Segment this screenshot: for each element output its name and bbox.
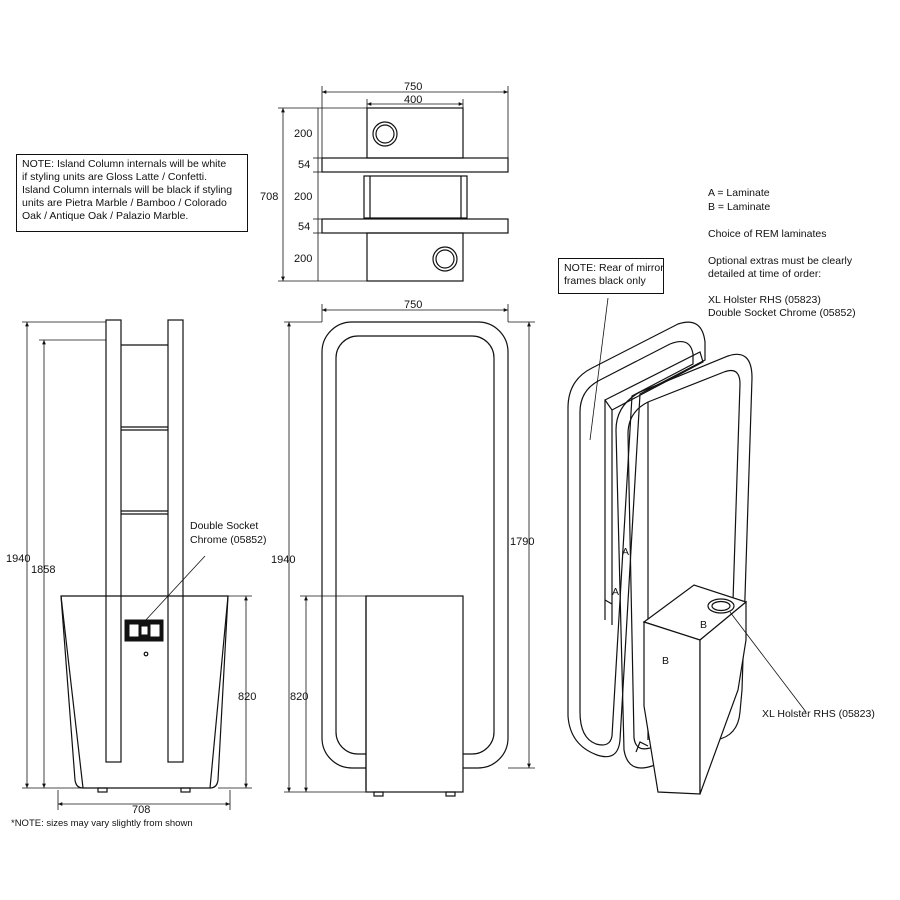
- mark-a-upper: A: [622, 546, 629, 558]
- iso-holster-inner: [711, 600, 731, 612]
- iso-holster-outer: [707, 598, 735, 614]
- iso-base-side: [699, 600, 747, 795]
- dim-height-total-front: 1940: [271, 554, 295, 566]
- plan-upper-hole-outer: [372, 121, 398, 147]
- side-post-left: [105, 319, 122, 763]
- iso-rear-frame-outer: [567, 321, 706, 758]
- internals-note-line: Oak / Antique Oak / Palazio Marble.: [22, 210, 189, 222]
- front-foot-right: [445, 791, 456, 797]
- plan-middle-column: [363, 175, 468, 219]
- legend-optional-1: Optional extras must be clearly: [708, 255, 853, 267]
- legend-extra-1: XL Holster RHS (05823): [708, 294, 821, 306]
- legend-extra-2: Double Socket Chrome (05852): [708, 307, 856, 319]
- plan-view: [321, 107, 509, 282]
- iso-base-front: [643, 621, 701, 795]
- dim-base-height-side: 820: [238, 691, 256, 703]
- mark-a-lower: A: [612, 586, 619, 598]
- side-post-right: [167, 319, 184, 763]
- mark-b-top: B: [700, 619, 707, 631]
- dim-base-height-front: 820: [290, 691, 308, 703]
- internals-note-line: if styling units are Gloss Latte / Confe…: [22, 171, 208, 183]
- internals-note-line: units are Pietra Marble / Bamboo / Color…: [22, 197, 227, 209]
- dim-seg-200-b: 200: [294, 191, 312, 203]
- mirror-rear-note: NOTE: Rear of mirror frames black only: [558, 258, 664, 294]
- mirror-rear-note-line: frames black only: [564, 275, 646, 287]
- plan-upper-pod: [366, 107, 464, 159]
- legend-a: A = Laminate: [708, 187, 770, 199]
- dim-base-width: 708: [132, 804, 150, 816]
- dim-top-width: 750: [404, 81, 422, 93]
- iso-column-panel: [604, 351, 704, 411]
- legend-b: B = Laminate: [708, 201, 771, 213]
- mirror-rear-note-line: NOTE: Rear of mirror: [564, 262, 664, 274]
- side-foot-left: [97, 787, 108, 793]
- plan-lower-pod: [366, 232, 464, 282]
- side-dimensions: [22, 321, 252, 810]
- plan-lower-slab: [321, 218, 509, 234]
- callout-holster: XL Holster RHS (05823): [762, 708, 875, 720]
- mark-b-front: B: [662, 655, 669, 667]
- plan-upper-slab: [321, 157, 509, 173]
- front-base: [365, 595, 464, 793]
- dim-top-inner: 400: [404, 94, 422, 106]
- internals-note-line: NOTE: Island Column internals will be wh…: [22, 158, 227, 170]
- dim-seg-54-b: 54: [298, 221, 310, 233]
- dim-seg-54-a: 54: [298, 159, 310, 171]
- dim-seg-200-c: 200: [294, 253, 312, 265]
- side-foot-right: [180, 787, 191, 793]
- side-elevation: [60, 319, 229, 793]
- dim-seg-200-a: 200: [294, 128, 312, 140]
- front-elevation: [321, 321, 509, 797]
- plan-lower-hole-inner: [435, 249, 455, 269]
- iso-callout-lines: [589, 297, 807, 713]
- legend-optional-2: detailed at time of order:: [708, 268, 822, 280]
- plan-upper-hole-inner: [375, 124, 395, 144]
- plan-lower-hole-outer: [432, 246, 458, 272]
- dim-top-depth: 708: [260, 191, 278, 203]
- side-socket-screw: [143, 651, 149, 657]
- sizes-note: *NOTE: sizes may vary slightly from show…: [11, 818, 193, 829]
- callout-socket-line2: Chrome (05852): [190, 534, 266, 546]
- iso-front-frame-outer: [615, 353, 753, 769]
- internals-note: NOTE: Island Column internals will be wh…: [16, 154, 248, 232]
- internals-note-line: Island Column internals will be black if…: [22, 184, 233, 196]
- front-dimensions: [284, 304, 535, 793]
- plan-dimensions: [278, 86, 509, 282]
- dim-height-mirror: 1790: [510, 536, 534, 548]
- legend-choice: Choice of REM laminates: [708, 228, 827, 240]
- dim-height-total-side: 1940: [6, 553, 30, 565]
- socket-icon: [124, 619, 164, 642]
- front-foot-left: [373, 791, 384, 797]
- callout-socket-line1: Double Socket: [190, 520, 258, 532]
- isometric-view: [567, 321, 753, 795]
- dim-front-width: 750: [404, 299, 422, 311]
- iso-rear-frame-inner: [579, 341, 694, 746]
- dim-height-frame: 1858: [31, 564, 55, 576]
